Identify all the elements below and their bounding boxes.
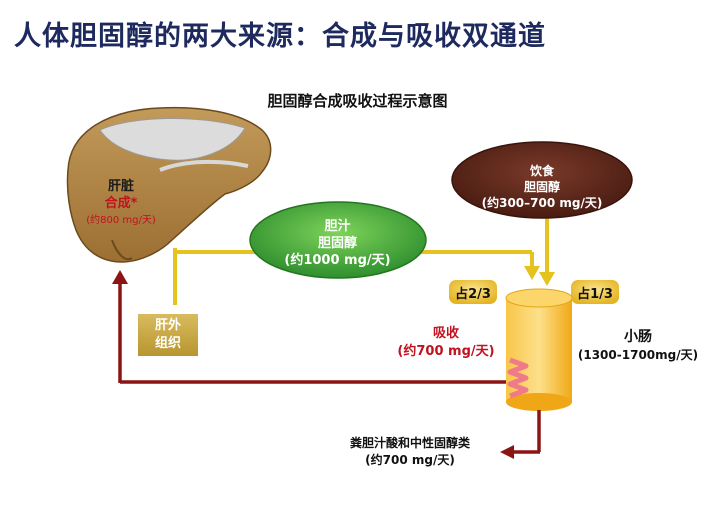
extrahepatic-label-group: 肝外 组织 xyxy=(136,317,200,353)
extrahepatic-line1: 肝外 xyxy=(154,318,181,333)
diagram-title: 胆固醇合成吸收过程示意图 xyxy=(267,92,448,110)
absorption-label-group: 吸收 (约700 mg/天) xyxy=(386,325,506,361)
excretion-label-group: 粪胆汁酸和中性固醇类 (约700 mg/天) xyxy=(300,435,520,469)
liver-label-group: 肝脏 合成* (约800 mg/天) xyxy=(78,178,164,229)
bile-line1: 胆汁 xyxy=(324,219,351,234)
bile-amount: (约1000 mg/天) xyxy=(284,253,391,268)
intestine-amount: (1300-1700mg/天) xyxy=(577,348,699,362)
intestine-name: 小肠 xyxy=(624,329,652,345)
intestine-label-group: 小肠 (1300-1700mg/天) xyxy=(570,328,706,364)
bile-share-badge xyxy=(449,280,497,304)
liver-illustration xyxy=(66,106,272,263)
diet-cholesterol-oval xyxy=(451,141,633,219)
liver-name: 肝脏 xyxy=(107,179,134,194)
small-intestine-cylinder xyxy=(505,288,573,411)
bile-cholesterol-oval xyxy=(249,201,427,279)
diet-share-badge xyxy=(571,280,619,304)
bile-share-label: 占2/3 xyxy=(455,287,491,302)
absorption-label: 吸收 xyxy=(432,326,459,341)
diet-line2: 胆固醇 xyxy=(523,180,560,194)
bile-label-group: 胆汁 胆固醇 (约1000 mg/天) xyxy=(250,218,425,269)
diet-share-label: 占1/3 xyxy=(577,287,613,302)
liver-amount: (约800 mg/天) xyxy=(86,215,156,226)
excretion-label: 粪胆汁酸和中性固醇类 xyxy=(349,436,470,450)
liver-process: 合成* xyxy=(104,196,138,211)
excretion-amount: (约700 mg/天) xyxy=(365,453,455,467)
diet-line1: 饮食 xyxy=(529,164,554,178)
bile-line2: 胆固醇 xyxy=(317,236,357,251)
page-title: 人体胆固醇的两大来源：合成与吸收双通道 xyxy=(14,21,546,52)
diet-flow-arrow xyxy=(539,218,555,286)
absorption-amount: (约700 mg/天) xyxy=(397,344,495,359)
extrahepatic-line2: 组织 xyxy=(154,336,181,351)
diet-label-group: 饮食 胆固醇 (约300–700 mg/天) xyxy=(452,163,632,211)
extrahepatic-tissue-box xyxy=(138,314,198,356)
diet-amount: (约300–700 mg/天) xyxy=(481,196,603,210)
excretion-arrow xyxy=(500,410,541,459)
absorption-return-arrow xyxy=(112,270,506,384)
